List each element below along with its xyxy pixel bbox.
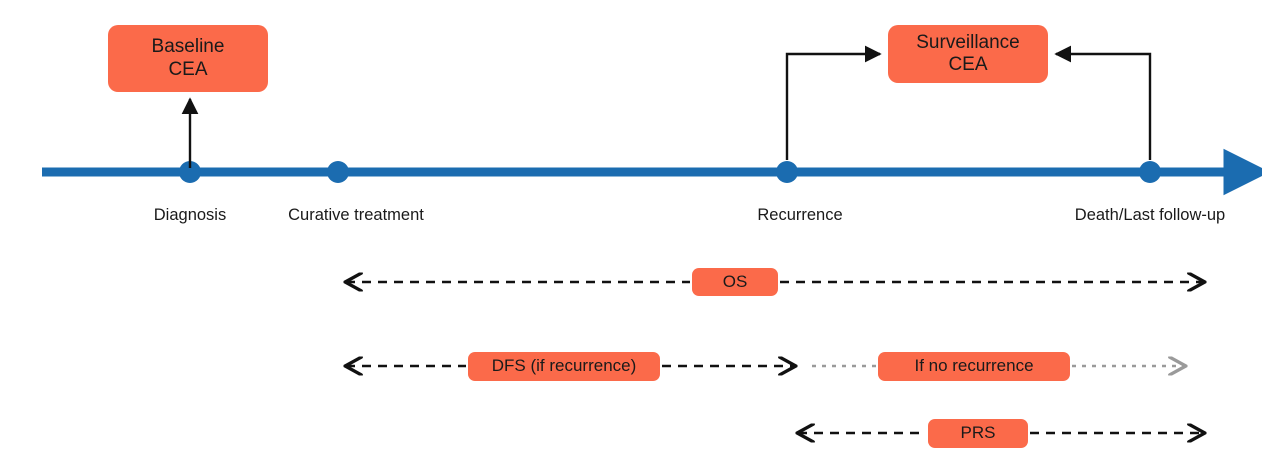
box-dfs-label[interactable]: DFS (if recurrence) [468, 352, 660, 381]
connector-recurrence-to-surveillance-cea [785, 45, 882, 160]
timeline-axis [42, 148, 1262, 196]
timeline-node-recurrence[interactable] [776, 161, 798, 183]
connector-arrow-path [785, 45, 882, 160]
box-prs-label[interactable]: PRS [928, 419, 1028, 448]
timeline-label-death-last-followup: Death/Last follow-up [1074, 206, 1226, 224]
timeline-label-curative-treatment: Curative treatment [288, 206, 424, 224]
timeline-label-recurrence: Recurrence [757, 206, 843, 224]
box-surveillance-cea[interactable]: Surveillance CEA [888, 25, 1048, 83]
timeline-label-diagnosis: Diagnosis [153, 206, 227, 224]
connector-death-to-surveillance-cea [1054, 45, 1152, 160]
timeline-node-death[interactable] [1139, 161, 1161, 183]
timeline-node-curative-treatment[interactable] [327, 161, 349, 183]
box-os-label[interactable]: OS [692, 268, 778, 296]
box-if-no-recurrence-label[interactable]: If no recurrence [878, 352, 1070, 381]
connector-arrow-path [1054, 45, 1152, 160]
box-baseline-cea[interactable]: Baseline CEA [108, 25, 268, 92]
timeline-node-diagnosis[interactable] [179, 161, 201, 183]
